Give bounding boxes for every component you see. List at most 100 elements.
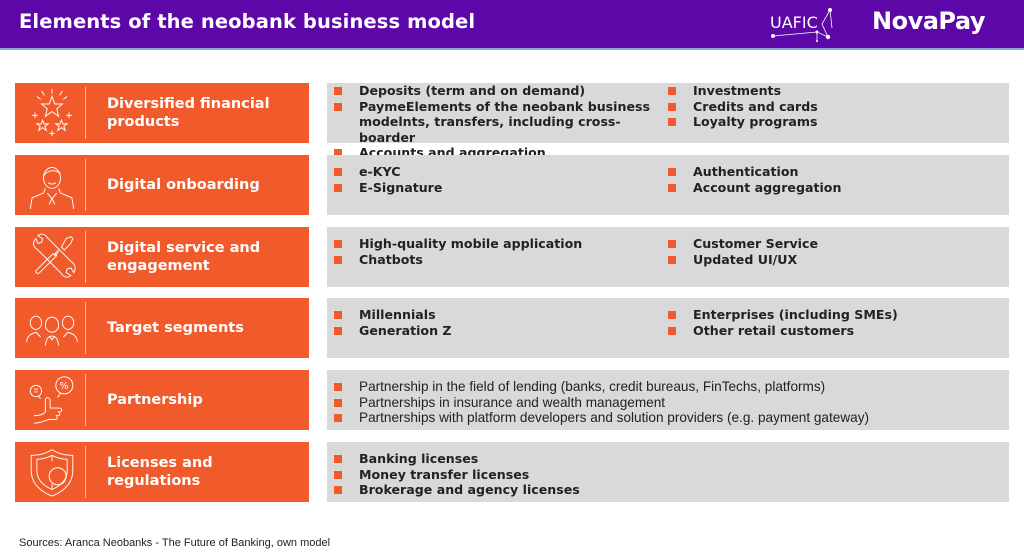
bullet-item: Partnership in the field of lending (ban… — [333, 379, 869, 395]
bullet-square-icon — [334, 87, 342, 95]
element-label-text: Licenses and regulations — [107, 455, 213, 489]
element-label: Licenses and regulations — [107, 442, 307, 502]
stars-icon — [32, 88, 72, 137]
element-label-box: Digital onboarding — [15, 155, 309, 215]
element-label-box: Digital service and engagement — [15, 227, 309, 287]
bullet-item: Enterprises (including SMEs) — [667, 307, 898, 323]
bullet-text: Chatbots — [359, 251, 423, 267]
element-label-text: Partnership — [107, 392, 203, 408]
divider — [85, 87, 86, 139]
element-details-box: Deposits (term and on demand)PaymeElemen… — [327, 83, 1009, 160]
bullet-square-icon — [668, 255, 676, 264]
element-label-text: Digital onboarding — [107, 177, 260, 193]
bullet-item: Credits and cards — [667, 99, 818, 115]
element-label: Partnership — [107, 370, 307, 430]
bullet-item: e-KYC — [333, 164, 442, 180]
bullet-square-icon — [668, 311, 676, 319]
bullet-square-icon — [668, 326, 676, 335]
bullet-text: Account aggregation — [693, 179, 842, 195]
bullet-square-icon — [668, 87, 676, 95]
divider — [85, 159, 86, 211]
bullet-text: Investments — [693, 83, 782, 98]
shield-icon — [30, 449, 74, 497]
bullet-item: Generation Z — [333, 323, 452, 339]
uafic-logo: UAFIC — [770, 8, 833, 42]
bullet-item: Account aggregation — [667, 180, 841, 196]
bullet-text: Banking licenses — [359, 451, 479, 466]
bullet-text: Loyalty programs — [693, 114, 818, 130]
bullet-item: PaymeElements of the neobank business mo… — [333, 99, 653, 146]
model-element-row: Digital service and engagement High-qual… — [0, 227, 1024, 287]
bullet-item: Partnerships with platform developers an… — [333, 410, 869, 426]
bullet-item: High-quality mobile application — [333, 236, 582, 252]
tools-icon — [33, 233, 76, 278]
group-icon — [26, 315, 78, 346]
bullet-square-icon — [334, 398, 342, 407]
element-label-text: Target segments — [107, 320, 244, 336]
bullet-square-icon — [668, 183, 676, 192]
bullet-text: Other retail customers — [693, 322, 855, 338]
person-icon — [29, 167, 75, 210]
bullet-square-icon — [334, 470, 342, 479]
bullet-square-icon — [334, 240, 342, 248]
bullet-square-icon — [334, 168, 342, 176]
bullet-item: Millennials — [333, 307, 452, 323]
element-label-text: Diversified financial products — [107, 96, 270, 130]
bullet-square-icon — [668, 118, 676, 127]
details-column-left: Deposits (term and on demand)PaymeElemen… — [333, 83, 653, 161]
bullet-text: Brokerage and agency licenses — [359, 482, 580, 498]
bullet-text: Generation Z — [359, 322, 452, 338]
bullet-square-icon — [334, 326, 342, 335]
bullet-square-icon — [334, 183, 342, 192]
bullet-text: Authentication — [693, 164, 799, 179]
bullet-square-icon — [334, 102, 342, 111]
bullet-item: Deposits (term and on demand) — [333, 83, 653, 99]
element-label: Target segments — [107, 298, 307, 358]
element-label: Digital service and engagement — [107, 227, 307, 287]
divider — [85, 446, 86, 498]
element-label-box: % Partnership — [15, 370, 309, 430]
bullet-text: Updated UI/UX — [693, 251, 798, 267]
bullet-square-icon — [668, 102, 676, 111]
divider — [85, 231, 86, 283]
bullet-item: Customer Service — [667, 236, 818, 252]
element-label-text: Digital service and engagement — [107, 240, 261, 274]
bullet-item: Banking licenses — [333, 451, 580, 467]
bullet-text: Partnerships in insurance and wealth man… — [359, 394, 666, 410]
bullet-item: Investments — [667, 83, 818, 99]
bullet-text: E-Signature — [359, 179, 443, 195]
bullet-item: Partnerships in insurance and wealth man… — [333, 395, 869, 411]
thumbs-up-icon: % — [29, 376, 74, 424]
bullet-square-icon — [334, 455, 342, 463]
bullet-text: Money transfer licenses — [359, 466, 530, 482]
bullet-text: Credits and cards — [693, 98, 818, 114]
divider — [85, 374, 86, 426]
bullet-item: Chatbots — [333, 252, 582, 268]
bullet-square-icon — [334, 383, 342, 391]
element-label-box: Diversified financial products — [15, 83, 309, 143]
bullet-text: High-quality mobile application — [359, 236, 583, 251]
element-label: Digital onboarding — [107, 155, 307, 215]
bullet-item: Loyalty programs — [667, 114, 818, 130]
bullet-square-icon — [668, 240, 676, 248]
novapay-logo: NovaPay — [872, 7, 985, 35]
bullet-item: Authentication — [667, 164, 841, 180]
sources-note: Sources: Aranca Neobanks - The Future of… — [19, 537, 331, 549]
svg-text:%: % — [60, 381, 69, 392]
uafic-logo-text: UAFIC — [770, 13, 818, 32]
details-column-right: Enterprises (including SMEs)Other retail… — [667, 307, 898, 338]
bullet-square-icon — [668, 168, 676, 176]
bullet-item: Other retail customers — [667, 323, 898, 339]
model-element-row: % Partnership Partnership in the field o… — [0, 370, 1024, 430]
bullet-square-icon — [334, 414, 342, 423]
bullet-text: Deposits (term and on demand) — [359, 83, 586, 98]
